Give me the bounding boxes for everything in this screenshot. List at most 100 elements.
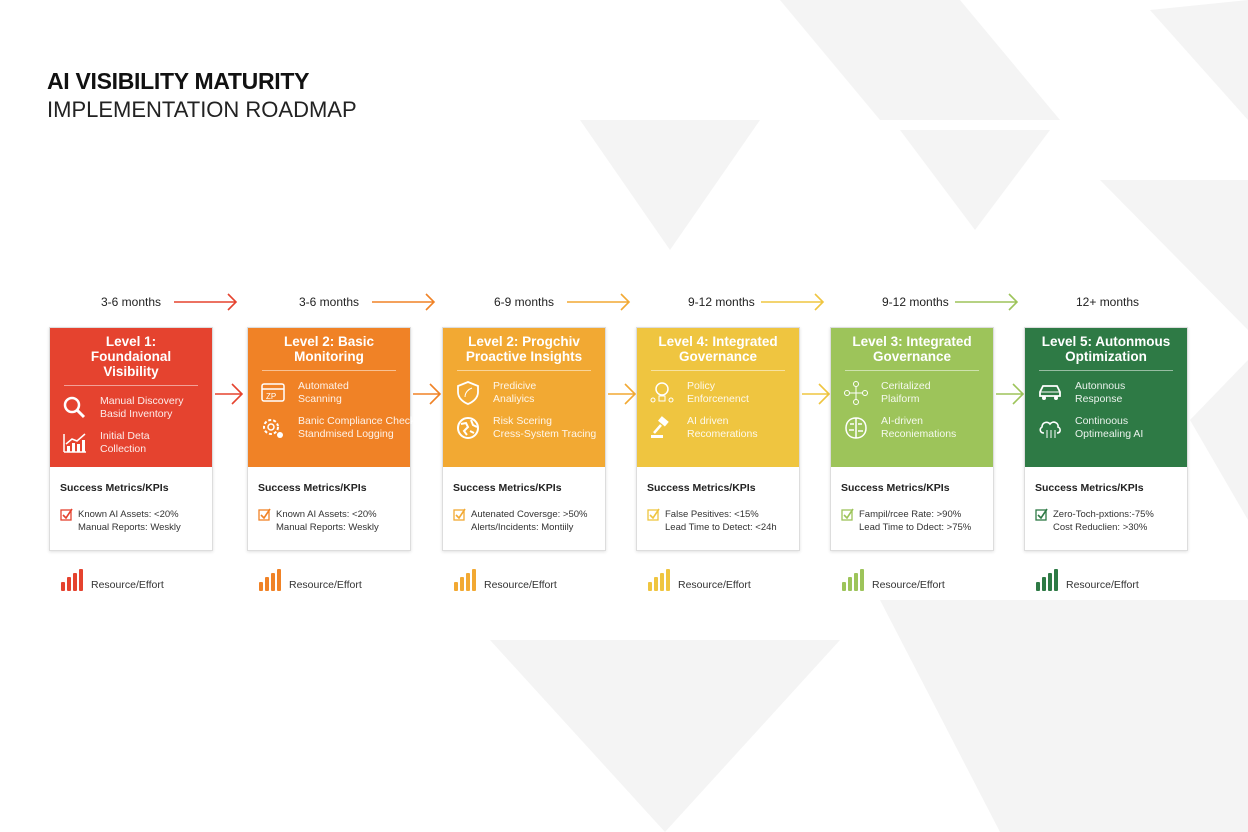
kpi-text: False Pesitives: <15%Lead Time to Detect… (665, 509, 777, 533)
network-icon (844, 381, 868, 405)
level-title: Level 4: Integrated Governance (651, 334, 785, 371)
kpi-text: Known AI Assets: <20%Manual Reports: Wes… (78, 509, 181, 533)
effort-bar (860, 569, 864, 591)
kpi-text: Fampil/rcee Rate: >90%Lead Time to Ddect… (859, 509, 972, 533)
title-line-2: IMPLEMENTATION ROADMAP (47, 97, 357, 122)
effort-bar (460, 577, 464, 591)
duration-label: 9-12 months (882, 295, 949, 309)
level-title: Level 3: Integrated Governance (845, 334, 979, 371)
duration-label: 9-12 months (688, 295, 755, 309)
effort-bar (472, 569, 476, 591)
effort-bar (61, 582, 65, 591)
resource-effort-label: Resource/Effort (289, 579, 362, 591)
kpi-title: Success Metrics/KPIs (453, 482, 562, 494)
kpi-section: Success Metrics/KPIs False Pesitives: <1… (637, 467, 799, 534)
checkbox-checked-icon (453, 508, 466, 521)
timeline-arrow-icon (955, 293, 1019, 311)
effort-bar (1042, 577, 1046, 591)
gavel-icon (651, 416, 669, 438)
resource-effort-indicator: Resource/Effort (648, 569, 751, 591)
effort-bar (259, 582, 263, 591)
kpi-title: Success Metrics/KPIs (647, 482, 756, 494)
kpi-text: Zero-Toch-pxtions:-75%Cost Reduclien: >3… (1053, 509, 1154, 533)
kpi-title: Success Metrics/KPIs (258, 482, 367, 494)
resource-effort-indicator: Resource/Effort (61, 569, 164, 591)
globe-icon (457, 417, 479, 439)
checkbox-checked-icon (258, 508, 271, 521)
resource-effort-label: Resource/Effort (484, 579, 557, 591)
svg-text:ZP: ZP (266, 392, 276, 401)
title-line-1: AI VISIBILITY MATURITY (47, 68, 310, 94)
timeline-arrow-icon (761, 293, 825, 311)
effort-bar (648, 582, 652, 591)
resource-effort-label: Resource/Effort (872, 579, 945, 591)
effort-bar (1048, 573, 1052, 591)
resource-effort-indicator: Resource/Effort (842, 569, 945, 591)
chart-icon (63, 433, 86, 453)
timeline-arrow-icon (567, 293, 631, 311)
duration-label: 3-6 months (101, 295, 162, 309)
cloud-icon (1039, 421, 1061, 438)
effort-bar (454, 582, 458, 591)
resource-effort-label: Resource/Effort (91, 579, 164, 591)
effort-bar (666, 569, 670, 591)
kpi-text: Known AI Assets: <20%Manual Reports: Wes… (276, 509, 379, 533)
car-icon (1039, 385, 1061, 400)
effort-bar (1036, 582, 1040, 591)
resource-effort-indicator: Resource/Effort (454, 569, 557, 591)
resource-effort-indicator: Resource/Effort (259, 569, 362, 591)
effort-bar (67, 577, 71, 591)
brain-icon (845, 417, 867, 439)
level-arrow-icon (802, 383, 831, 405)
checkbox-checked-icon (647, 508, 660, 521)
effort-bar (79, 569, 83, 591)
timeline-arrow-icon (174, 293, 238, 311)
level-title: Level 5: Autonmous Optimization (1039, 334, 1173, 371)
magnifier-icon (63, 396, 86, 419)
kpi-title: Success Metrics/KPIs (1035, 482, 1144, 494)
resource-effort-indicator: Resource/Effort (1036, 569, 1139, 591)
checkbox-checked-icon (1035, 508, 1048, 521)
effort-bar (271, 573, 275, 591)
effort-bar (277, 569, 281, 591)
kpi-section: Success Metrics/KPIs Fampil/rcee Rate: >… (831, 467, 993, 534)
checkbox-checked-icon (841, 508, 854, 521)
page-title: AI VISIBILITY MATURITY IMPLEMENTATION RO… (47, 68, 357, 123)
effort-bar (848, 577, 852, 591)
level-arrow-icon (996, 383, 1025, 405)
kpi-title: Success Metrics/KPIs (841, 482, 950, 494)
resource-effort-label: Resource/Effort (1066, 579, 1139, 591)
effort-bar (654, 577, 658, 591)
level-arrow-icon (215, 383, 244, 405)
effort-bar (854, 573, 858, 591)
